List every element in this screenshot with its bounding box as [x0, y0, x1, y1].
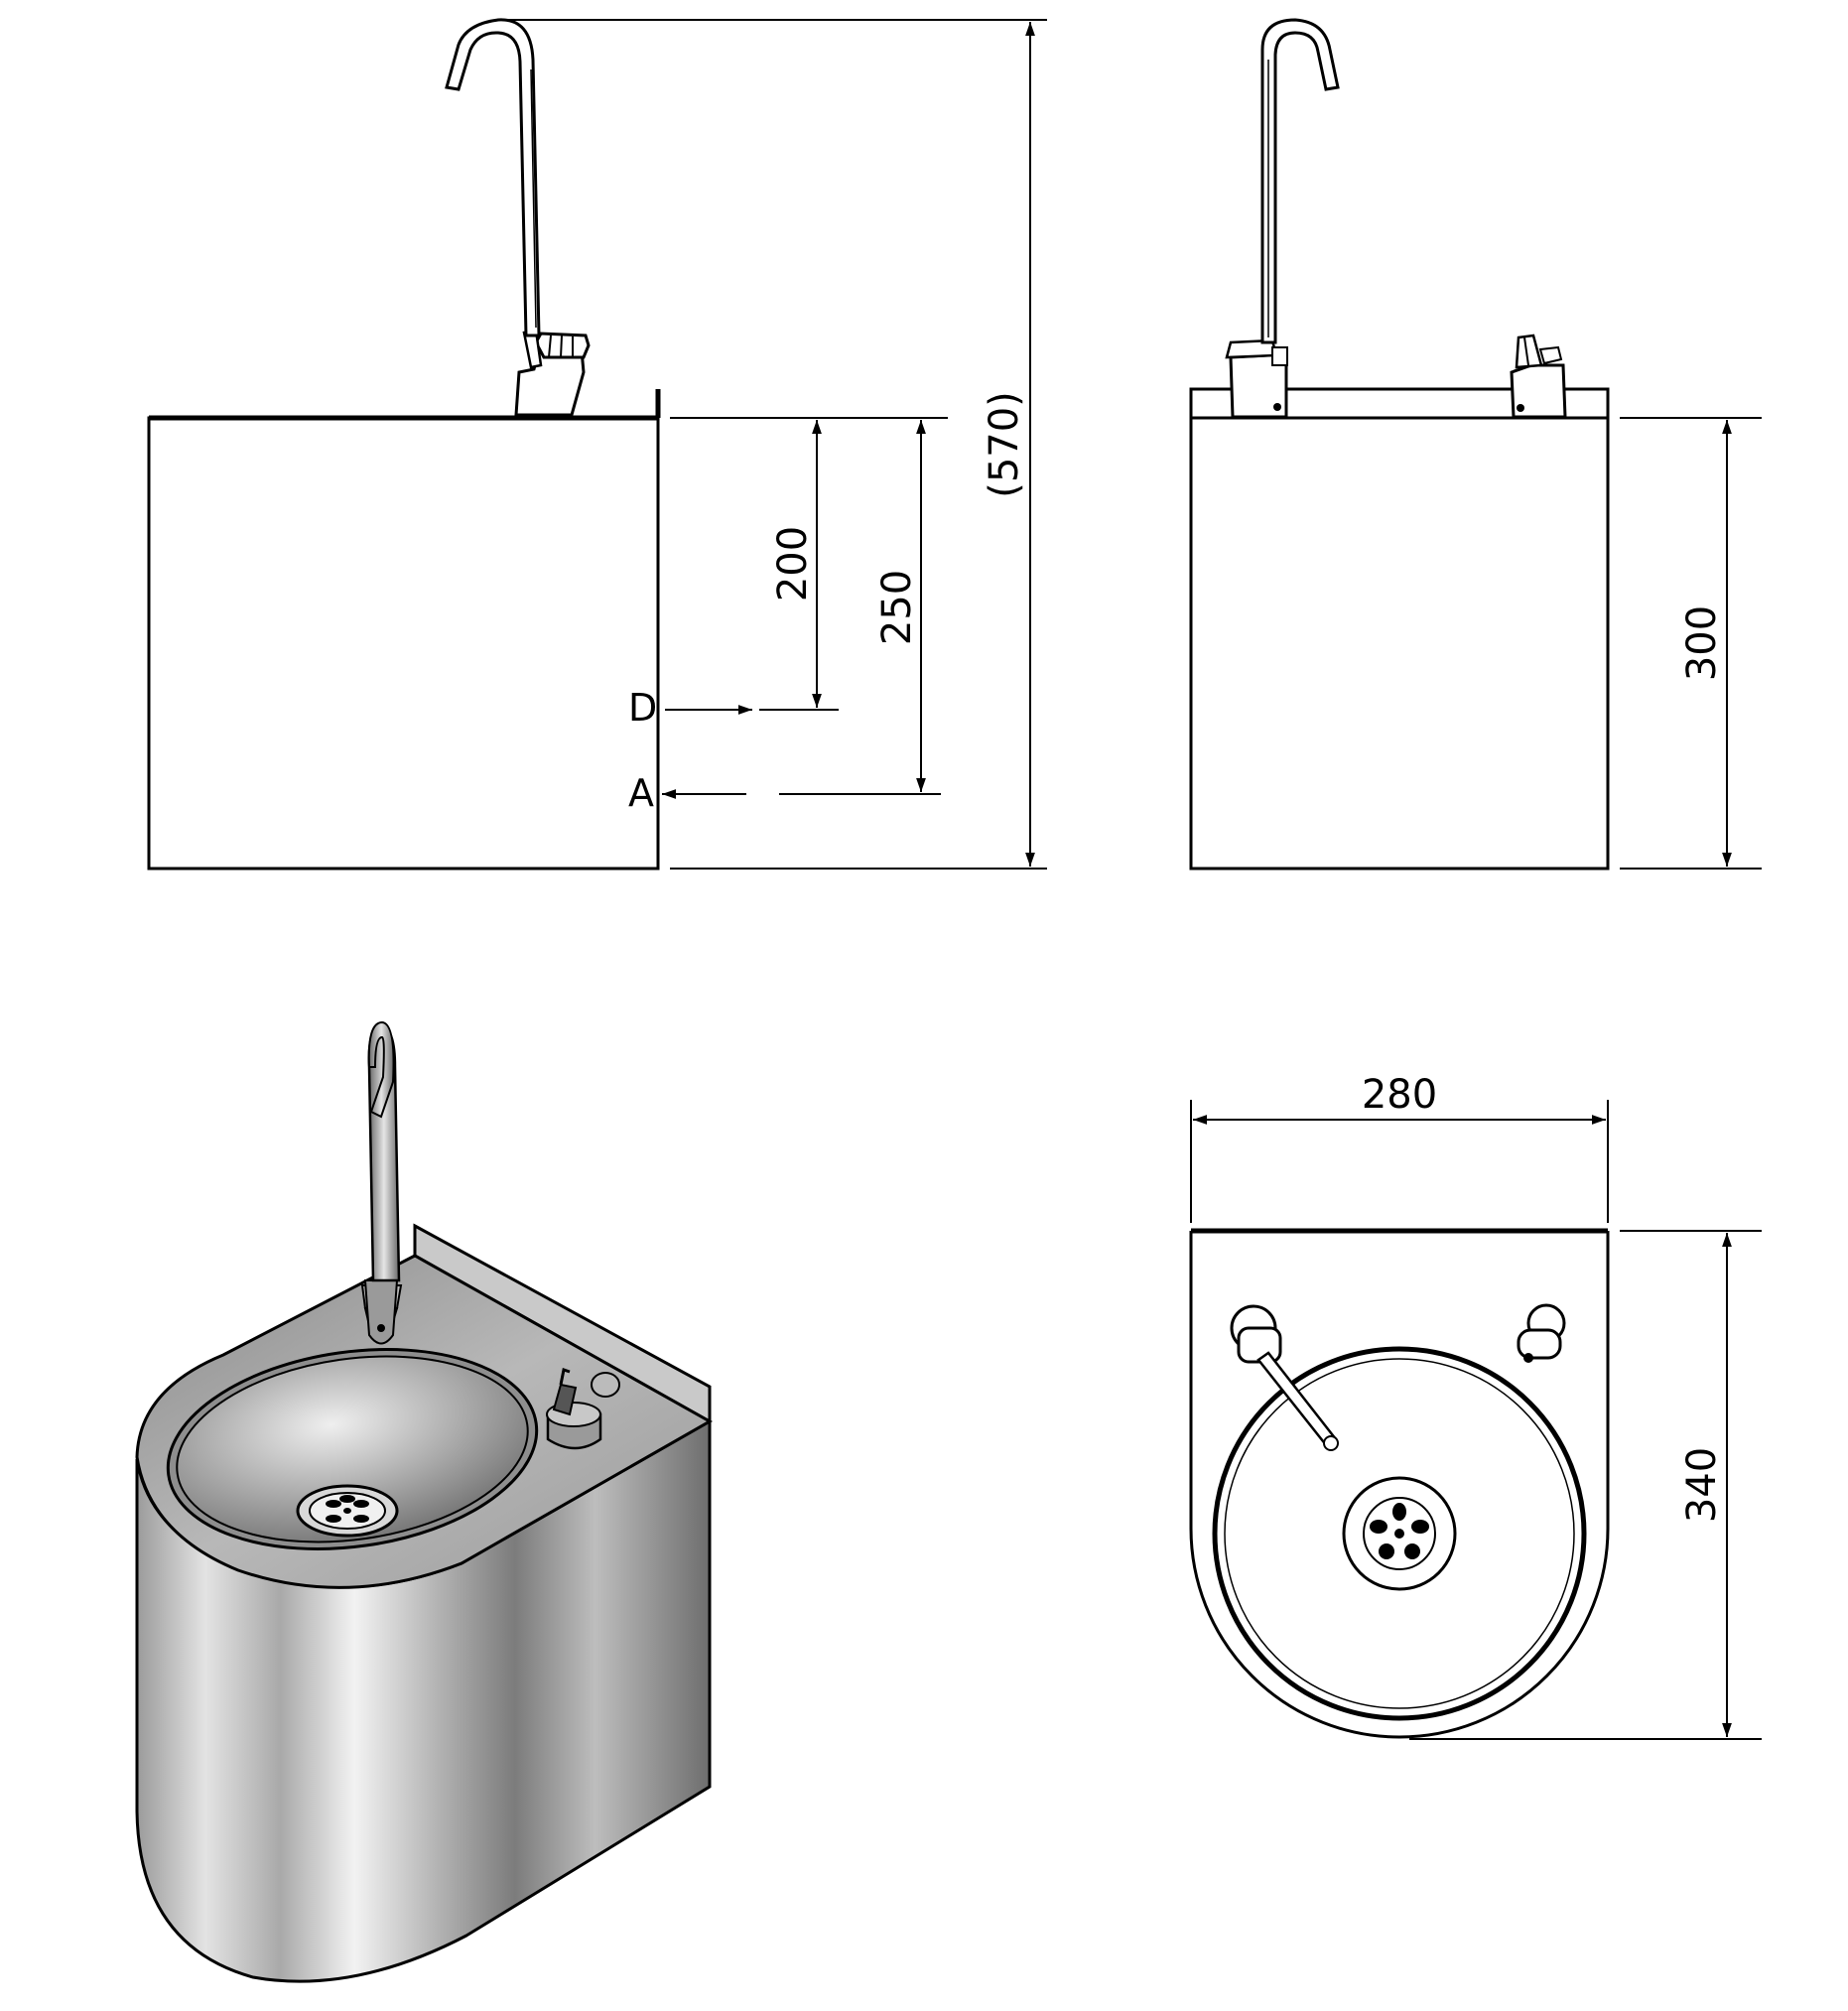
side-view-dimensions: 300	[1620, 417, 1762, 870]
label-d: D	[628, 686, 657, 730]
top-view-bowl-inner	[1224, 1358, 1575, 1709]
front-view-dimensions: (570) 200 250 D A	[506, 19, 1047, 870]
iso-bowl	[176, 1355, 529, 1543]
side-view-top-plate	[1189, 387, 1610, 420]
top-view-bubbler	[1517, 1303, 1566, 1363]
top-view	[1189, 1228, 1610, 1739]
label-a: A	[628, 771, 654, 815]
dim-a-height: 250	[874, 570, 920, 645]
front-view	[147, 18, 661, 871]
top-view-outline	[1189, 1231, 1610, 1739]
dim-depth: 340	[1679, 1447, 1725, 1523]
dim-d-height: 200	[770, 526, 816, 602]
side-view	[1189, 18, 1610, 871]
dim-total-height: (570)	[982, 391, 1027, 498]
side-view-spout	[1260, 18, 1340, 344]
top-view-dimensions: 280 340	[1190, 1072, 1762, 1740]
front-view-body	[147, 416, 660, 871]
top-view-faucet	[1230, 1304, 1339, 1451]
side-view-bubbler	[1510, 363, 1567, 419]
isometric-view	[135, 1020, 714, 1983]
front-view-spout	[445, 18, 541, 337]
top-view-bowl-outer	[1212, 1346, 1587, 1721]
dim-width: 280	[1362, 1072, 1437, 1118]
dim-body-height: 300	[1679, 605, 1725, 681]
side-view-body	[1189, 416, 1610, 871]
